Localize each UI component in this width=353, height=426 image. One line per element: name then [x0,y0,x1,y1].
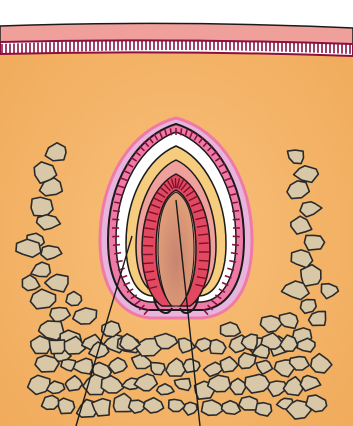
cell-tick [143,263,153,264]
cell-tick [199,260,209,261]
bone-pebble [255,403,271,416]
cell-tick [170,128,171,135]
bone-pebble [151,363,165,375]
cell-tick [113,211,120,212]
bone-pebble [300,300,316,314]
bone-pebble [35,355,59,372]
bone-pebble [239,396,258,410]
bone-pebble [31,197,53,216]
bone-pebble [304,235,324,250]
cell-tick [232,245,239,246]
bone-pebble [58,398,74,413]
epithelium-band [0,0,353,56]
cell-tick [181,128,182,135]
cell-tick [199,243,209,244]
cell-tick [232,211,239,212]
cell-tick [144,237,154,238]
cell-tick [113,245,120,246]
bone-pebble [183,359,200,373]
